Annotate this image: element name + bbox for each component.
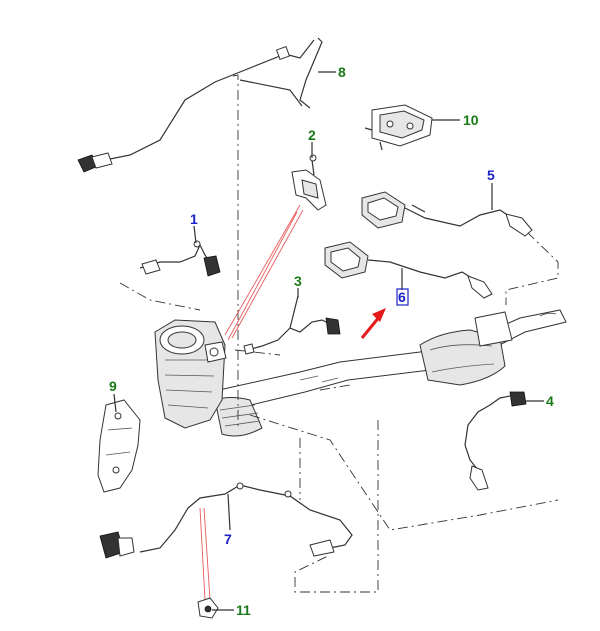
callout-6: 6	[398, 289, 406, 305]
part-6-sensor-module	[324, 241, 493, 299]
callout-5: 5	[487, 167, 495, 183]
callout-2: 2	[308, 127, 316, 143]
red-reference-lines	[199, 204, 304, 601]
part-8-sensor-harness	[77, 37, 323, 173]
part-10-control-module	[364, 104, 433, 151]
callout-leaders	[113, 71, 544, 611]
callout-6-box	[396, 288, 409, 306]
callout-7: 7	[224, 531, 232, 547]
callout-1: 1	[190, 211, 198, 227]
part-3-temperature-sensor	[243, 295, 341, 355]
callout-9: 9	[109, 378, 117, 394]
part-5-sensor-module	[361, 191, 533, 237]
part-7-sensor-harness	[99, 482, 353, 559]
part-1-oxygen-sensor	[139, 240, 221, 277]
part-11-clip	[197, 597, 219, 619]
part-4-oxygen-sensor	[464, 391, 527, 491]
callout-8: 8	[338, 64, 346, 80]
highlight-arrow	[360, 308, 386, 339]
callout-10: 10	[463, 112, 479, 128]
exhaust-pipe-assembly	[209, 309, 567, 437]
callout-4: 4	[546, 393, 554, 409]
part-9-bracket	[97, 399, 141, 493]
catalytic-converter	[154, 319, 227, 429]
callout-11: 11	[236, 602, 251, 618]
part-2-bracket	[291, 154, 327, 211]
callout-3: 3	[294, 273, 302, 289]
callouts: 8 2 10 5 1 3 6 9 4 7 11	[109, 64, 554, 618]
